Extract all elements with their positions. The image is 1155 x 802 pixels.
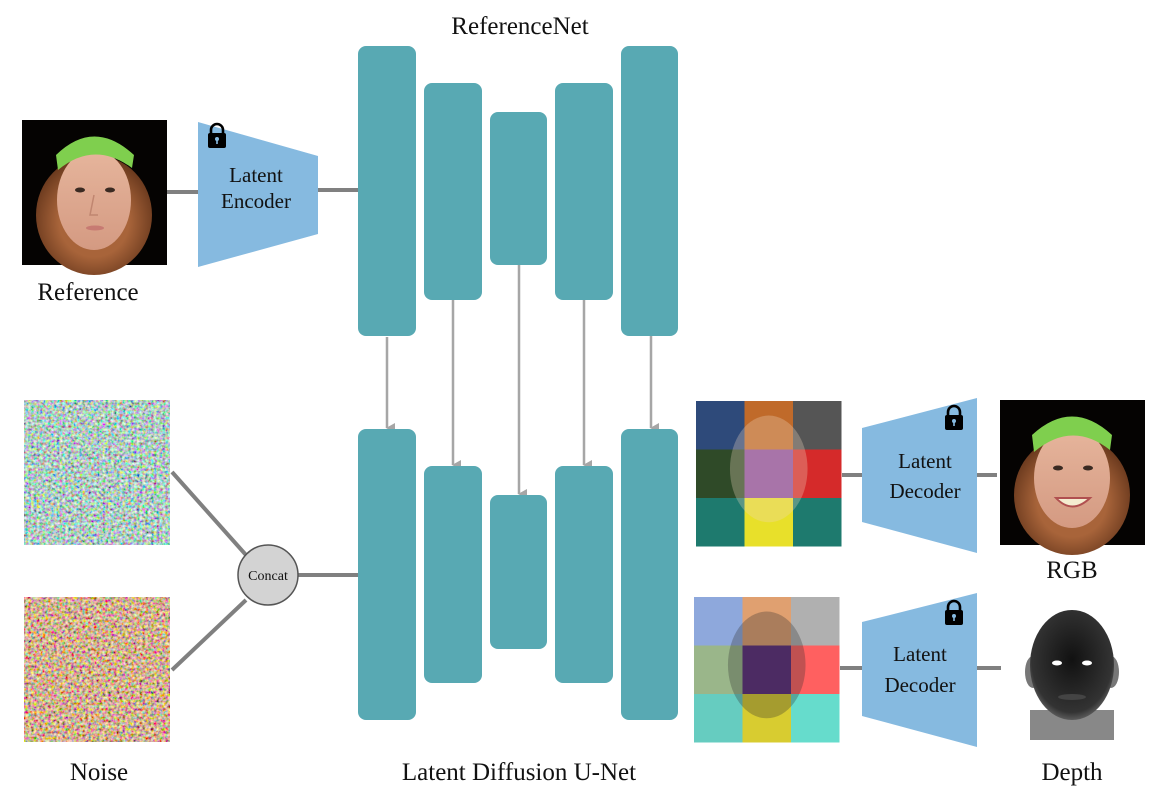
unet-block-2 — [424, 466, 482, 683]
latent-grid-cell — [742, 694, 791, 743]
unet-block-5 — [621, 429, 678, 720]
rgb-latent-grid — [696, 401, 842, 547]
latent-grid-cell — [694, 694, 743, 743]
depth-label: Depth — [1041, 759, 1103, 786]
latent-grid-cell — [744, 498, 793, 547]
unet-block-3 — [490, 495, 547, 649]
decoder1-label-line1: Latent — [898, 449, 952, 473]
face-overlay — [729, 415, 808, 523]
referencenet-block-3 — [490, 112, 547, 265]
noise1-to-concat-line — [170, 470, 248, 557]
latent-grid-cell — [793, 498, 842, 547]
lock-icon — [208, 122, 226, 148]
decoder1-label-line2: Decoder — [889, 479, 960, 503]
latent-decoder-rgb: Latent Decoder — [862, 398, 977, 553]
referencenet-title: ReferenceNet — [451, 13, 588, 40]
latent-grid-cell — [696, 401, 745, 450]
latent-encoder: Latent Encoder — [198, 122, 318, 267]
latent-grid-cell — [793, 449, 842, 498]
connectors — [166, 188, 1001, 672]
noise-image-1 — [24, 400, 170, 545]
rgb-output-image — [1000, 400, 1145, 555]
depth-output-image — [1025, 610, 1119, 740]
latent-grid-cell — [791, 694, 840, 743]
unet-block-4 — [555, 466, 613, 683]
referencenet-block-4 — [555, 83, 613, 300]
referencenet-block-5 — [621, 46, 678, 336]
latent-grid-cell — [694, 597, 743, 646]
latent-grid-cell — [744, 401, 793, 450]
referencenet-blocks — [358, 46, 678, 336]
latent-grid-cell — [744, 449, 793, 498]
latent-grid-cell — [696, 498, 745, 547]
reference-image — [22, 120, 167, 275]
concat-node: Concat — [237, 544, 299, 606]
decoder-trapezoid — [862, 398, 977, 553]
rgb-label: RGB — [1046, 557, 1097, 584]
depth-latent-grid — [694, 597, 840, 743]
latent-decoder-depth: Latent Decoder — [862, 593, 977, 747]
decoder-trapezoid — [862, 593, 977, 747]
decoder2-label-line1: Latent — [893, 642, 947, 666]
lock-icon — [945, 404, 963, 430]
latent-grid-cell — [742, 597, 791, 646]
latent-grid-cell — [793, 401, 842, 450]
unet-blocks — [358, 429, 678, 720]
reference-label: Reference — [37, 279, 138, 306]
unet-block-1 — [358, 429, 416, 720]
referencenet-block-1 — [358, 46, 416, 336]
encoder-label-line1: Latent — [229, 163, 283, 187]
unet-label: Latent Diffusion U-Net — [402, 759, 636, 786]
noise2-to-concat-line — [170, 598, 248, 672]
encoder-label-line2: Encoder — [221, 189, 291, 213]
noise-label: Noise — [70, 759, 128, 786]
encoder-trapezoid — [198, 122, 318, 267]
decoder2-label-line2: Decoder — [884, 673, 955, 697]
cross-attention-arrows — [385, 265, 659, 499]
latent-grid-cell — [742, 645, 791, 694]
latent-grid-cell — [694, 645, 743, 694]
latent-grid-cell — [696, 449, 745, 498]
concat-label: Concat — [248, 569, 288, 584]
latent-grid-cell — [791, 597, 840, 646]
lock-icon — [945, 599, 963, 625]
referencenet-block-2 — [424, 83, 482, 300]
face-overlay — [727, 611, 806, 719]
noise-image-2 — [24, 597, 170, 742]
latent-grid-cell — [791, 645, 840, 694]
